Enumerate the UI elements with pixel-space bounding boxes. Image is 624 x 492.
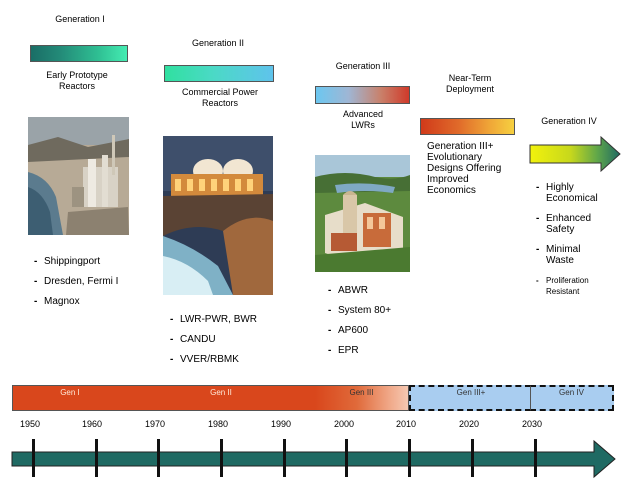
timeline-tick — [345, 439, 348, 477]
timeline-tick — [283, 439, 286, 477]
year-label: 1990 — [271, 419, 292, 429]
list-item: -ABWR — [328, 285, 368, 296]
list-item: -VVER/RBMK — [170, 354, 239, 365]
timeline-tick — [32, 439, 35, 477]
year-label: 2020 — [459, 419, 480, 429]
list-item: -Highly Economical — [536, 182, 598, 204]
gen1-photo — [28, 117, 129, 235]
list-item: -Minimal Waste — [536, 244, 581, 266]
year-label: 2010 — [396, 419, 417, 429]
gen3plus-title: Near-Term Deployment — [445, 73, 495, 94]
year-label: 1980 — [208, 419, 229, 429]
era-gen2: Gen II — [127, 385, 316, 411]
list-item: -Shippingport — [34, 256, 101, 267]
timeline-tick — [471, 439, 474, 477]
gen2-list: -LWR-PWR, BWR -CANDU -VVER/RBMK — [170, 314, 280, 374]
era-gen4: Gen IV — [530, 385, 614, 411]
timeline-tick — [95, 439, 98, 477]
era-gen1: Gen I — [12, 385, 128, 411]
era-gen3: Gen III — [315, 385, 409, 411]
gen4-title: Generation IV — [541, 116, 597, 126]
list-item: -EPR — [328, 345, 359, 356]
timeline-tick — [220, 439, 223, 477]
timeline-tick — [157, 439, 160, 477]
list-item: -Dresden, Fermi I — [34, 276, 119, 287]
list-item: -Magnox — [34, 296, 80, 307]
year-label: 1970 — [145, 419, 166, 429]
year-label: 1960 — [82, 419, 103, 429]
gen2-gradient-bar — [164, 65, 274, 82]
timeline-tick — [408, 439, 411, 477]
gen3-photo — [315, 155, 410, 272]
gen3-list: -ABWR -System 80+ -AP600 -EPR — [328, 285, 418, 365]
gen3plus-caption: Generation III+ Evolutionary Designs Off… — [427, 141, 502, 196]
gen1-photo-graphic — [28, 117, 129, 235]
gen3-photo-graphic — [315, 155, 410, 272]
gen3-gradient-bar — [315, 86, 410, 104]
era-gen3plus: Gen III+ — [409, 385, 531, 411]
list-item: -Proliferation Resistant — [536, 276, 589, 296]
list-item: -AP600 — [328, 325, 369, 336]
gen1-caption: Early Prototype Reactors — [46, 70, 108, 91]
gen1-list: -Shippingport -Dresden, Fermi I -Magnox — [34, 256, 134, 316]
gen3-title: Generation III — [335, 61, 391, 71]
gen1-title: Generation I — [55, 14, 105, 24]
gen1-gradient-bar — [30, 45, 128, 62]
gen2-title: Generation II — [191, 38, 245, 48]
gen4-list: -Highly Economical -Enhanced Safety -Min… — [536, 182, 622, 306]
gen2-caption: Commercial Power Reactors — [181, 87, 259, 108]
gen4-arrow — [529, 136, 621, 172]
list-item: -Enhanced Safety — [536, 213, 592, 235]
timeline-arrow — [11, 439, 616, 479]
gen2-photo-graphic — [163, 136, 273, 295]
gen3-caption: Advanced LWRs — [342, 109, 384, 130]
list-item: -CANDU — [170, 334, 216, 345]
year-label: 1950 — [20, 419, 41, 429]
year-label: 2030 — [522, 419, 543, 429]
gen3plus-gradient-bar — [420, 118, 515, 135]
gen2-photo — [163, 136, 273, 295]
year-label: 2000 — [334, 419, 355, 429]
list-item: -LWR-PWR, BWR — [170, 314, 258, 325]
timeline-tick — [534, 439, 537, 477]
list-item: -System 80+ — [328, 305, 392, 316]
